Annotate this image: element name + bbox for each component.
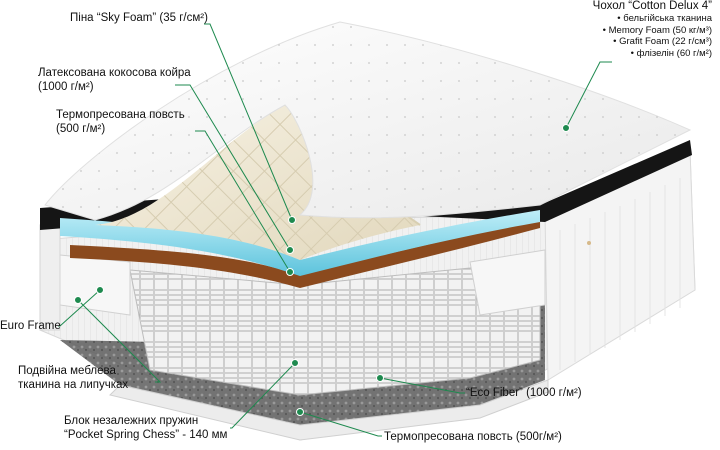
label-eco-fiber: “Eco Fiber” (1000 г/м²) [466,387,582,399]
label-felt-top: Термопресована повсть (500 г/м²) [56,108,185,136]
label-springs-line2: “Pocket Spring Chess” - 140 мм [64,429,228,441]
leader-sky-foam [204,23,293,221]
leader-cover [565,61,612,129]
label-sky-foam: Піна “Sky Foam” (35 г/см²) [70,12,208,24]
cover-item: Memory Foam (50 кг/м³) [562,25,712,37]
label-cover-title: Чохол “Cotton Delux 4” [592,0,712,12]
label-euro-frame: Euro Frame [0,320,61,332]
leader-felt-top [195,130,291,273]
leader-eco-fiber [379,377,465,394]
leader-felt-bottom [299,411,382,437]
leader-lines [58,23,612,437]
label-cover: Чохол “Cotton Delux 4” бельгійська ткани… [562,0,712,59]
label-fabric: Подвійна меблева тканина на липучках [18,364,128,392]
cover-item: бельгійська тканина [562,13,712,25]
label-coconut: Латексована кокосова койра (1000 г/м²) [38,66,191,94]
cover-items-list: бельгійська тканина Memory Foam (50 кг/м… [562,13,712,59]
bottom-felt-layer [109,379,549,441]
leader-springs [230,362,296,429]
leader-coconut [175,84,291,251]
leader-euro-frame [58,289,101,327]
peeled-layers [60,104,540,288]
leader-fabric [77,299,162,383]
label-coconut-line2: (1000 г/м²) [38,81,94,93]
markers [74,124,570,416]
pocket-springs-block [129,254,541,396]
label-springs-line1: Блок незалежних пружин [64,415,199,427]
label-felt-top-line1: Термопресована повсть [56,109,185,121]
label-springs: Блок незалежних пружин “Pocket Spring Ch… [64,414,227,442]
label-coconut-line1: Латексована кокосова койра [38,67,191,79]
label-felt-top-line2: (500 г/м²) [56,123,106,135]
side-fabric [39,224,61,331]
euro-frame-block [59,254,131,316]
cover-item: флізелін (60 г/м²) [562,48,712,60]
top-cover [44,21,692,221]
label-felt-bottom: Термопресована повсть (500г/м²) [384,431,562,443]
cover-item: Grafit Foam (22 г/см³) [562,36,712,48]
label-fabric-line2: тканина на липучках [18,379,129,391]
label-fabric-line1: Подвійна меблева [18,365,116,377]
